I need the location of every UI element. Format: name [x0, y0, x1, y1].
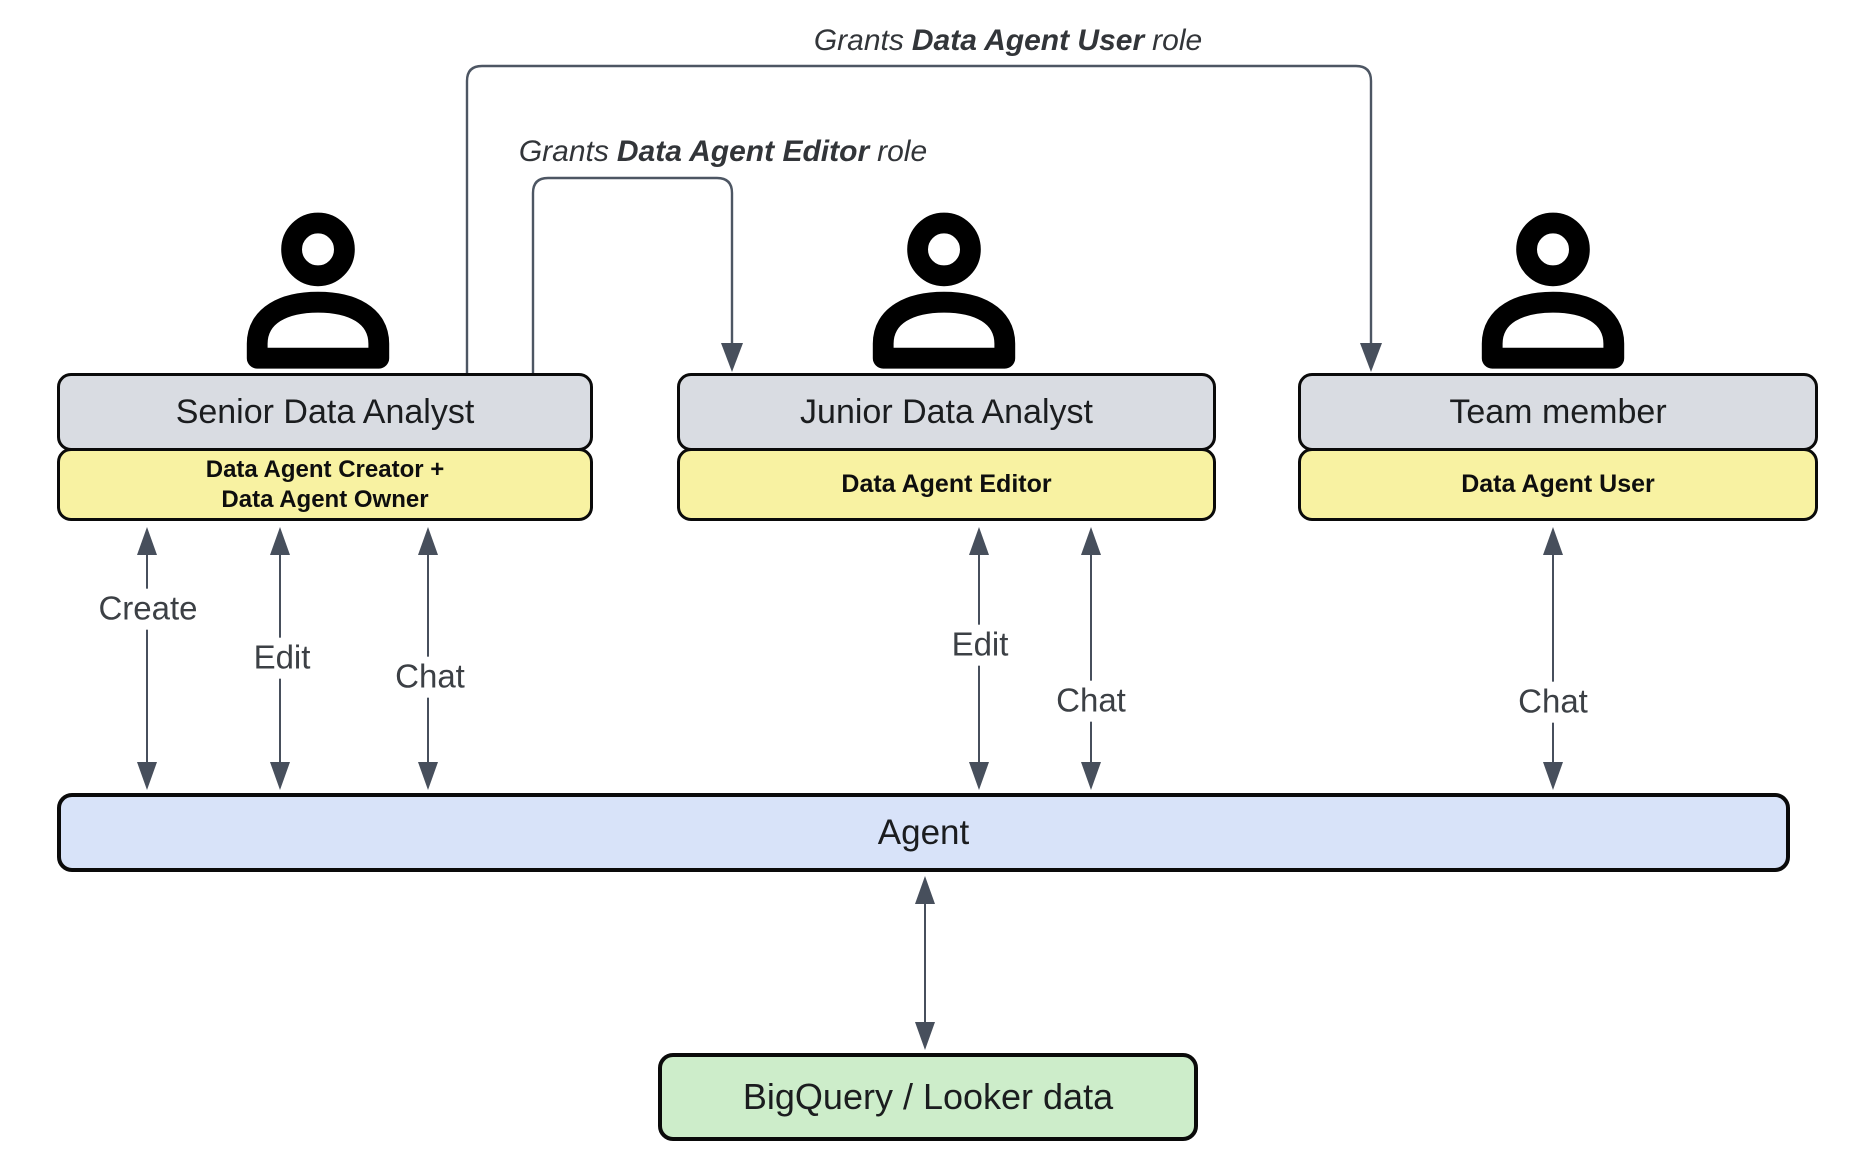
actor-team-member: Team member Data Agent User	[1298, 373, 1818, 521]
arrow-shaft	[1089, 549, 1093, 768]
grant-user-prefix: Grants	[813, 24, 904, 57]
actor-role-line: Data Agent User	[1461, 470, 1655, 499]
person-icon	[872, 212, 1016, 369]
agent-label: Agent	[877, 812, 970, 852]
arrow-down-icon	[270, 762, 290, 790]
datasource-label: BigQuery / Looker data	[742, 1076, 1114, 1117]
actor-title-box: Junior Data Analyst	[677, 373, 1216, 451]
datasource-box: BigQuery / Looker data	[658, 1053, 1198, 1141]
chat-label: Chat	[386, 656, 474, 698]
arrow-up-icon	[418, 527, 438, 555]
actor-title: Junior Data Analyst	[800, 392, 1093, 431]
create-label: Create	[89, 588, 207, 630]
arrow-shaft	[923, 898, 927, 1028]
grant-editor-arrowhead	[721, 343, 743, 372]
arrow-down-icon	[137, 762, 157, 790]
arrow-up-icon	[270, 527, 290, 555]
grant-editor-connector-line	[531, 176, 734, 373]
grant-editor-role: Data Agent Editor	[616, 135, 870, 168]
actor-title-box: Team member	[1298, 373, 1818, 451]
chat-label: Chat	[1047, 680, 1135, 722]
edit-label: Edit	[244, 637, 320, 679]
actor-role-line: Data Agent Owner	[221, 485, 429, 513]
actor-senior-data-analyst: Senior Data Analyst Data Agent Creator +…	[57, 373, 593, 521]
actor-role-box: Data Agent Creator + Data Agent Owner	[57, 448, 593, 521]
person-icon	[1481, 212, 1625, 369]
arrow-up-icon	[1543, 527, 1563, 555]
create-arrow	[137, 527, 157, 790]
edit-label: Edit	[942, 624, 1018, 666]
chat-arrow	[1081, 527, 1101, 790]
actor-title: Senior Data Analyst	[175, 392, 475, 431]
grant-user-connector-line	[465, 64, 1373, 373]
arrow-down-icon	[969, 762, 989, 790]
actor-junior-data-analyst: Junior Data Analyst Data Agent Editor	[677, 373, 1216, 521]
actor-role-line: Data Agent Creator +	[205, 456, 445, 484]
actor-role-box: Data Agent Editor	[677, 448, 1216, 521]
grant-user-role: Data Agent User	[911, 24, 1145, 57]
chat-arrow	[1543, 527, 1563, 790]
actor-role-box: Data Agent User	[1298, 448, 1818, 521]
agent-data-arrow	[915, 876, 935, 1050]
agent-box: Agent	[57, 793, 1790, 872]
arrow-up-icon	[915, 876, 935, 904]
grant-editor-suffix: role	[877, 135, 928, 168]
arrow-up-icon	[1081, 527, 1101, 555]
actor-title: Team member	[1449, 392, 1667, 431]
arrow-down-icon	[418, 762, 438, 790]
arrow-down-icon	[1081, 762, 1101, 790]
arrow-down-icon	[1543, 762, 1563, 790]
arrow-down-icon	[915, 1022, 935, 1050]
grant-user-suffix: role	[1152, 24, 1203, 57]
arrow-up-icon	[137, 527, 157, 555]
arrow-shaft	[1551, 549, 1555, 768]
arrow-up-icon	[969, 527, 989, 555]
grant-editor-prefix: Grants	[518, 135, 609, 168]
grant-user-arrowhead	[1360, 343, 1382, 372]
actor-title-box: Senior Data Analyst	[57, 373, 593, 451]
actor-role-line: Data Agent Editor	[841, 470, 1052, 499]
chat-label: Chat	[1509, 681, 1597, 723]
arrow-shaft	[145, 549, 149, 768]
person-icon	[246, 212, 390, 369]
